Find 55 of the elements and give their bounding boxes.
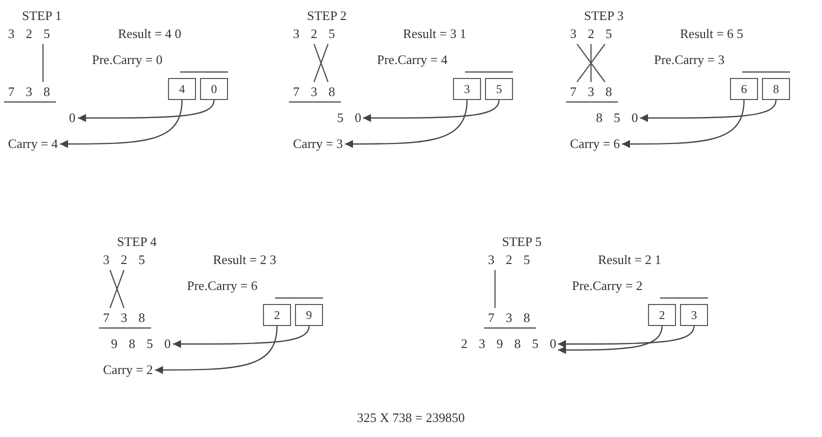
digit-box: 2: [263, 304, 291, 326]
result-text: Result = 3 1: [403, 26, 466, 42]
digit-box: 9: [295, 304, 323, 326]
arrow: [155, 326, 278, 374]
arrow: [558, 326, 695, 348]
arrow: [558, 326, 663, 354]
carry-text: Carry = 3: [293, 136, 343, 152]
digit-box: 5: [485, 78, 513, 100]
digit-box: 3: [680, 304, 708, 326]
partial-result-digits: 9 8 5 0: [111, 336, 171, 352]
carry-text: Carry = 4: [8, 136, 58, 152]
arrow: [78, 100, 215, 122]
step-heading: STEP 1: [22, 8, 62, 24]
arrow: [622, 100, 745, 148]
previous-carry-text: Pre.Carry = 3: [654, 52, 725, 68]
multiplier-digits: 7 3 8: [103, 310, 145, 326]
multiplier-digits: 7 3 8: [8, 84, 50, 100]
digit-box: 8: [762, 78, 790, 100]
multiplier-digits: 7 3 8: [570, 84, 612, 100]
previous-carry-text: Pre.Carry = 4: [377, 52, 448, 68]
digit-box: 0: [200, 78, 228, 100]
arrow: [640, 100, 777, 122]
multiplier-digits: 7 3 8: [488, 310, 530, 326]
digit-box: 6: [730, 78, 758, 100]
step-heading: STEP 2: [307, 8, 347, 24]
step-heading: STEP 3: [584, 8, 624, 24]
result-text: Result = 2 3: [213, 252, 276, 268]
previous-carry-text: Pre.Carry = 0: [92, 52, 163, 68]
arrow: [60, 100, 183, 148]
multiplier-digits: 7 3 8: [293, 84, 335, 100]
multiplicand-digits: 3 2 5: [103, 252, 145, 268]
result-text: Result = 2 1: [598, 252, 662, 268]
result-text: Result = 4 0: [118, 26, 182, 42]
result-text: Result = 6 5: [680, 26, 744, 42]
digit-box: 3: [453, 78, 481, 100]
carry-text: Carry = 2: [103, 362, 153, 378]
multiplicand-digits: 3 2 5: [293, 26, 335, 42]
multiplicand-digits: 3 2 5: [488, 252, 530, 268]
final-equation: 325 X 738 = 239850: [357, 410, 465, 426]
multiplicand-digits: 3 2 5: [570, 26, 612, 42]
previous-carry-text: Pre.Carry = 6: [187, 278, 258, 294]
previous-carry-text: Pre.Carry = 2: [572, 278, 643, 294]
step-heading: STEP 4: [117, 234, 157, 250]
partial-result-digits: 2 3 9 8 5 0: [461, 336, 556, 352]
partial-result-digits: 0: [69, 110, 76, 126]
partial-result-digits: 5 0: [337, 110, 362, 126]
arrow: [363, 100, 500, 122]
arrow: [173, 326, 310, 348]
digit-box: 4: [168, 78, 196, 100]
carry-text: Carry = 6: [570, 136, 620, 152]
partial-result-digits: 8 5 0: [596, 110, 638, 126]
arrow: [345, 100, 468, 148]
digit-box: 2: [648, 304, 676, 326]
step-heading: STEP 5: [502, 234, 542, 250]
multiplicand-digits: 3 2 5: [8, 26, 50, 42]
